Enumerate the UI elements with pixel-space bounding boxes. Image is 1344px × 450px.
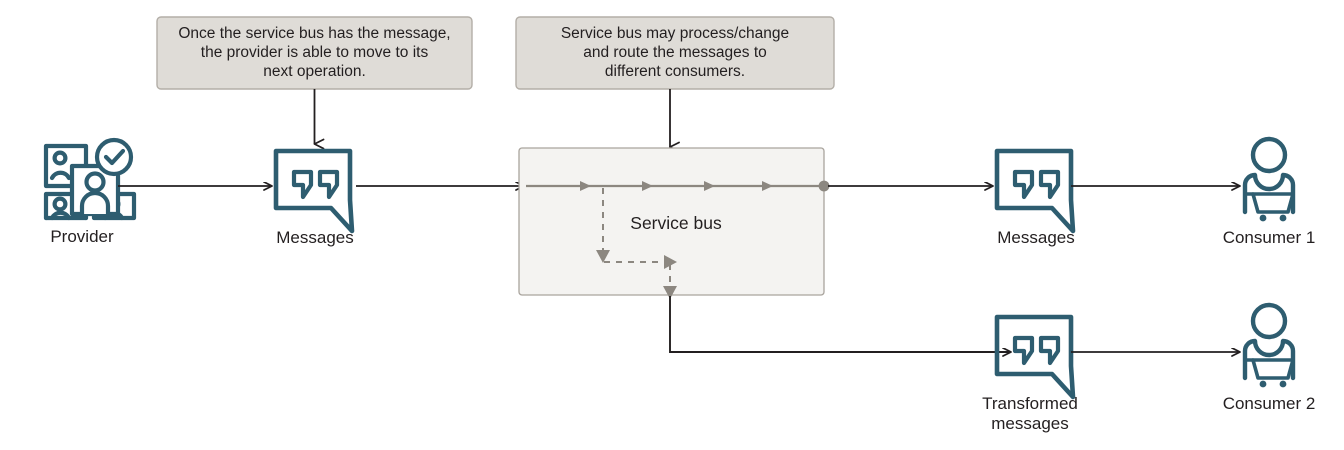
callout-servicebus-box (515, 16, 835, 90)
callout-servicebus-line-2: and route the messages to (583, 44, 767, 61)
callout-provider: Once the service bus has the message, th… (156, 16, 473, 150)
callout-servicebus: Service bus may process/change and route… (515, 16, 835, 153)
callout-servicebus-line-1: Service bus may process/change (561, 25, 789, 42)
messages-in-label: Messages (276, 228, 353, 247)
bus-branch-arrowhead-right (664, 255, 677, 269)
bus-exit-dot (818, 180, 830, 192)
bus-arrowhead-4 (762, 181, 773, 191)
bus-arrowhead-1 (580, 181, 591, 191)
service-bus-label: Service bus (630, 213, 722, 233)
consumer-1-label: Consumer 1 (1223, 228, 1316, 247)
bus-arrowhead-2 (642, 181, 653, 191)
arrow-bus-to-transformed-messages (669, 296, 1011, 352)
callout-servicebus-line-3: different consumers. (605, 63, 745, 80)
messages-in-node: Messages (273, 148, 355, 247)
consumer-1-node: Consumer 1 (1223, 136, 1316, 247)
consumer-2-node: Consumer 2 (1223, 302, 1316, 413)
transformed-messages-label-line-2: messages (991, 414, 1068, 433)
bus-arrowhead-3 (704, 181, 715, 191)
bus-branch-arrowhead-down-1 (596, 250, 610, 263)
callout-provider-line-3: next operation. (263, 63, 366, 80)
transformed-messages-node: Transformed messages (982, 314, 1078, 433)
messages-out-node: Messages (994, 148, 1076, 247)
transformed-messages-label-line-1: Transformed (982, 394, 1078, 413)
messages-out-label: Messages (997, 228, 1074, 247)
callout-provider-line-2: the provider is able to move to its (201, 44, 429, 61)
service-bus-container: Service bus (518, 147, 830, 299)
callout-provider-line-1: Once the service bus has the message, (178, 25, 450, 42)
provider-group-check-icon (43, 137, 137, 221)
provider-label: Provider (50, 227, 114, 246)
consumer-2-label: Consumer 2 (1223, 394, 1316, 413)
bus-branch-arrowhead-down-2 (663, 286, 677, 299)
